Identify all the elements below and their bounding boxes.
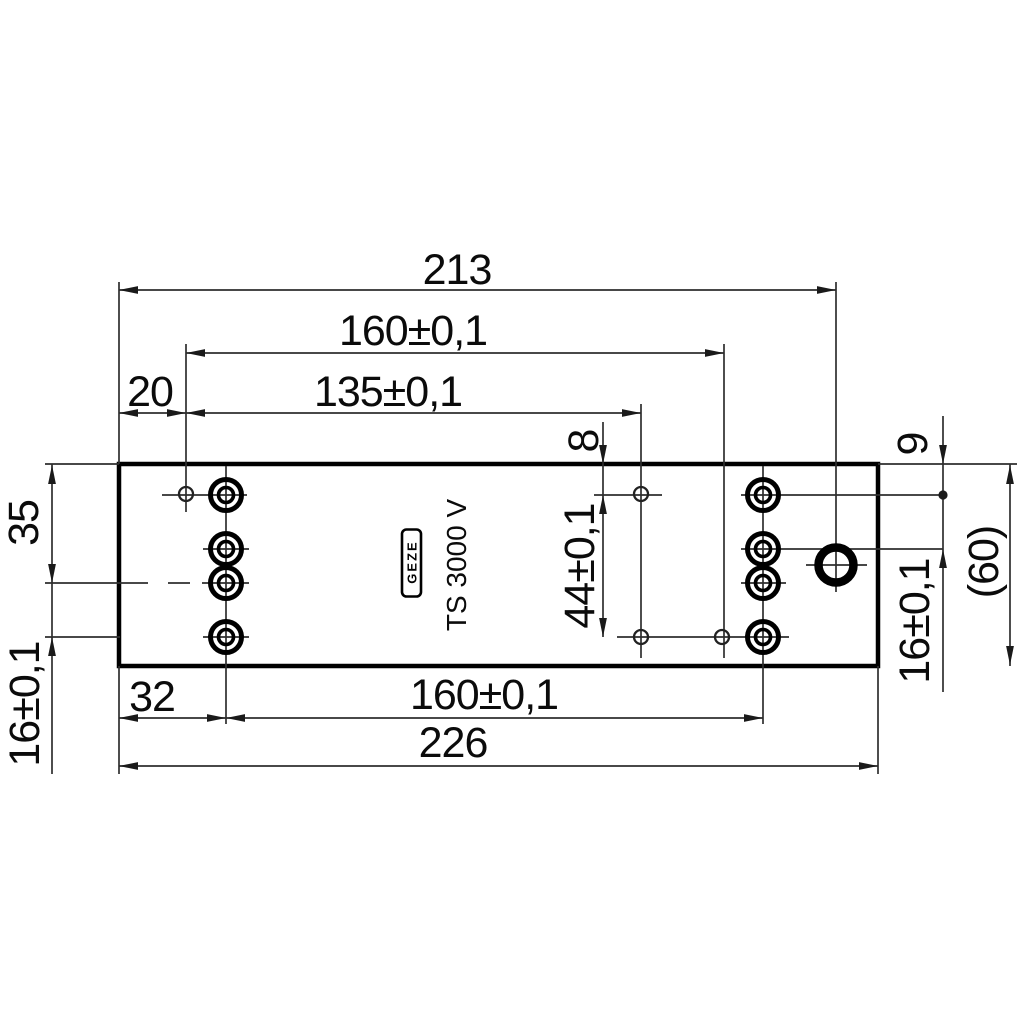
bolt-hole-outer: [745, 531, 781, 567]
arrowhead: [599, 495, 607, 514]
bolt-hole-outer: [745, 477, 781, 513]
arrowhead: [167, 409, 186, 417]
dim-label-135: 135±0,1: [314, 368, 462, 416]
arrowhead: [817, 286, 836, 294]
product-model-label: TS 3000 V: [441, 499, 472, 632]
bolt-hole-inner: [216, 539, 236, 559]
arrowhead: [48, 564, 56, 583]
bolt-hole-inner: [753, 627, 773, 647]
bolt-holes: [208, 477, 781, 655]
bolt-hole-inner: [753, 539, 773, 559]
arrowhead: [119, 714, 138, 722]
arrowhead: [705, 349, 724, 357]
bolt-hole-inner: [216, 627, 236, 647]
arrowhead: [186, 349, 205, 357]
dim-label-226: 226: [419, 719, 488, 767]
arrowhead: [48, 465, 56, 484]
dim-label-44: 44±0,1: [556, 503, 604, 628]
dimension-lines: [51, 289, 1011, 774]
arrowhead: [226, 714, 245, 722]
pilot-hole: [177, 485, 195, 503]
dim-label-160-bottom: 160±0,1: [410, 671, 558, 719]
pilot-holes: [177, 485, 731, 646]
spindle-axis-ring: [814, 543, 858, 587]
dim-label-213: 213: [423, 246, 492, 294]
dim-label-20: 20: [127, 368, 173, 416]
arrowheads: [48, 286, 1014, 770]
arrowhead: [119, 762, 138, 770]
geze-logo: GEZE: [400, 528, 423, 598]
bolt-hole-inner: [753, 485, 773, 505]
dim-label-160-top: 160±0,1: [339, 307, 487, 355]
arrowhead: [1006, 465, 1014, 484]
arrowhead: [599, 618, 607, 637]
dim-label-60: (60): [960, 526, 1008, 598]
arrowhead: [622, 409, 641, 417]
arrowhead: [939, 445, 947, 464]
bolt-hole-outer: [208, 619, 244, 655]
bolt-hole-outer: [745, 619, 781, 655]
bolt-hole-inner: [216, 485, 236, 505]
arrowhead: [119, 409, 138, 417]
arrowhead: [1006, 646, 1014, 665]
arrowhead: [744, 714, 763, 722]
mounting-plate-outline: [116, 461, 881, 669]
bolt-hole-outer: [208, 565, 244, 601]
bolt-hole-inner: [753, 573, 773, 593]
arrowhead: [599, 445, 607, 464]
bolt-hole-outer: [208, 477, 244, 513]
dim-label-9: 9: [889, 433, 937, 456]
arrowhead: [207, 714, 226, 722]
arrowhead: [859, 762, 878, 770]
arrowhead: [119, 286, 138, 294]
dim-label-35: 35: [0, 500, 48, 546]
dim-label-16-right: 16±0,1: [891, 558, 939, 683]
geze-logo-frame: [400, 528, 423, 598]
arrowhead: [48, 637, 56, 656]
bolt-hole-outer: [208, 531, 244, 567]
pilot-hole: [632, 485, 650, 503]
pilot-hole: [713, 628, 731, 646]
pilot-hole: [632, 628, 650, 646]
bolt-hole-inner: [216, 573, 236, 593]
bolt-hole-outer: [745, 565, 781, 601]
dimension-dot-terminator: [938, 490, 948, 500]
dim-label-8: 8: [560, 429, 608, 452]
arrowhead: [939, 549, 947, 568]
dim-label-32: 32: [129, 673, 175, 721]
geze-logo-text: GEZE: [405, 540, 420, 583]
dim-label-16-left: 16±0,1: [1, 641, 49, 766]
arrowhead: [186, 409, 205, 417]
